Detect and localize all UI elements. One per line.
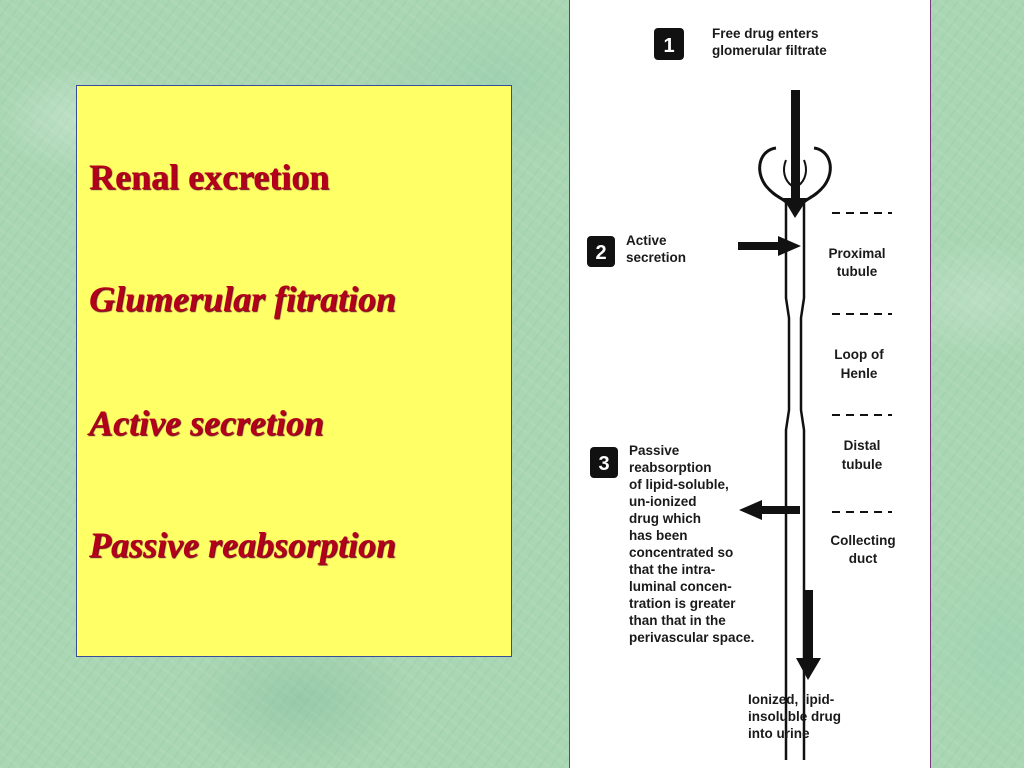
step-1-badge (654, 28, 684, 60)
step-3-text: Passive reabsorption of lipid-soluble, u… (629, 443, 754, 645)
step-3-number: 3 (598, 453, 609, 475)
step-3-text-line-5: drug which (629, 511, 701, 526)
tubule-wall-right (799, 202, 806, 760)
bowman-capsule-left (758, 146, 788, 204)
segment-loop-line-2: Henle (841, 366, 878, 381)
bowman-capsule-right (802, 146, 832, 204)
step-1-text-line-2: glomerular filtrate (712, 43, 827, 58)
urine-arrow-head (796, 658, 821, 680)
step-3-text-line-1: Passive (629, 443, 680, 458)
nephron-diagram: 1 Free drug enters glomerular filtrate P… (587, 26, 896, 760)
urine-arrow-shaft (804, 590, 813, 660)
item-active-secretion: Active secretion (89, 403, 324, 443)
segment-distal-line-2: tubule (842, 457, 883, 472)
secretion-arrow-head (778, 236, 801, 256)
segment-collecting-line-2: duct (849, 551, 878, 566)
step-2-number: 2 (595, 242, 606, 264)
step-3-text-line-12: perivascular space. (629, 630, 754, 645)
item-passive-reabsorption: Passive reabsorption (89, 525, 397, 565)
urine-text-line-2: insoluble drug (748, 709, 841, 724)
segment-proximal-line-2: tubule (837, 264, 878, 279)
segment-collecting-line-1: Collecting (830, 533, 895, 548)
step-1-text-line-1: Free drug enters (712, 26, 819, 41)
step-3-badge (590, 447, 618, 478)
step-1-number: 1 (663, 35, 674, 57)
step-3-text-line-7: concentrated so (629, 545, 733, 560)
reabsorption-arrow-shaft (760, 506, 800, 514)
segment-loop-line-1: Loop of (834, 347, 884, 362)
step-3-text-line-3: of lipid-soluble, (629, 477, 729, 492)
step-2-text-line-1: Active (626, 233, 667, 248)
nephron-diagram-panel: 1 Free drug enters glomerular filtrate P… (569, 0, 931, 768)
step-3-text-line-11: than that in the (629, 613, 726, 628)
step-3-text-line-2: reabsorption (629, 460, 712, 475)
secretion-arrow-shaft (738, 242, 780, 250)
filtration-arrow-head (783, 198, 808, 218)
segment-distal-line-1: Distal (844, 438, 881, 453)
step-2-text-line-2: secretion (626, 250, 686, 265)
step-3-text-line-4: un-ionized (629, 494, 697, 509)
reabsorption-arrow-head (739, 500, 762, 520)
step-3-text-line-9: luminal concen- (629, 579, 732, 594)
filtration-arrow-shaft (791, 90, 800, 200)
urine-text-line-3: into urine (748, 726, 810, 741)
step-2-badge (587, 236, 615, 267)
tubule-wall-left (784, 202, 791, 760)
step-3-text-line-8: that the intra- (629, 562, 715, 577)
step-3-text-line-6: has been (629, 528, 688, 543)
item-glomerular-filtration: Glumerular fitration (89, 279, 397, 319)
bowman-capsule-inner-left (783, 159, 793, 187)
heading-renal-excretion: Renal excretion (89, 157, 330, 197)
urine-text-line-1: Ionized, lipid- (748, 692, 834, 707)
step-3-text-line-10: tration is greater (629, 596, 736, 611)
segment-proximal-line-1: Proximal (828, 246, 885, 261)
summary-textbox: Renal excretion Glumerular fitration Act… (76, 85, 512, 657)
